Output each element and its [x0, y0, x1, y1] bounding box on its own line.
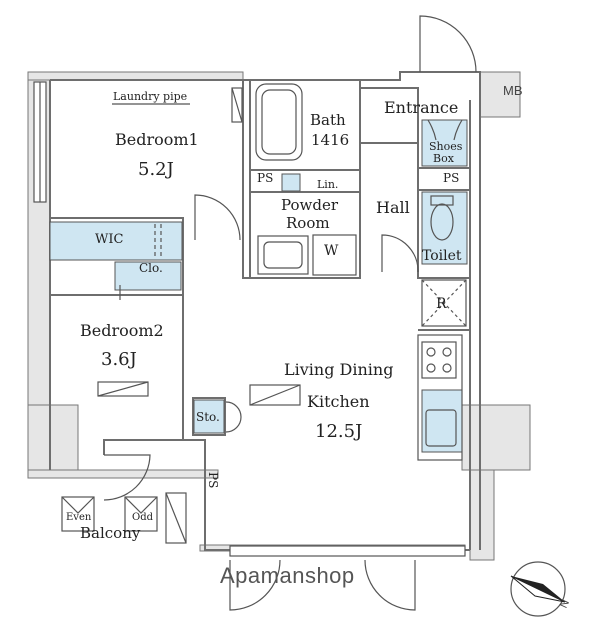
ps-toilet-label: PS [443, 171, 460, 185]
mb-label: MB [503, 83, 523, 98]
watermark: Apamanshop [220, 563, 355, 588]
bedroom2-label: Bedroom2 [80, 321, 164, 340]
toilet-label: Toilet [422, 248, 462, 264]
washer-space [312, 234, 357, 276]
washbasin [257, 235, 309, 275]
ldk-label-2: Kitchen [307, 392, 370, 411]
entrance-label: Entrance [384, 98, 459, 117]
shoes-box-label-1: Shoes [429, 140, 463, 153]
storage-fills [49, 119, 468, 453]
toilet-bowl [430, 203, 454, 241]
bedroom2-size: 3.6J [101, 349, 137, 370]
bedroom1-label: Bedroom1 [115, 130, 199, 149]
wic-label: WIC [95, 232, 124, 247]
refrigerator-label: R [436, 296, 447, 312]
shoes-box-label-2: Box [433, 152, 454, 165]
bedroom1-size: 5.2J [138, 159, 174, 180]
bathtub [255, 83, 303, 161]
structural-walls [27, 71, 531, 561]
kitchen-counter [417, 334, 463, 461]
refrigerator-space [421, 279, 467, 327]
closet-label: Clo. [139, 261, 163, 275]
even-label: Even [66, 512, 92, 523]
laundry-pipe-label: Laundry pipe [113, 90, 188, 103]
odd-label: Odd [132, 512, 154, 523]
lin-label: Lin. [317, 178, 339, 191]
stove [421, 341, 457, 379]
ps-balcony-label: PS [206, 472, 221, 489]
powder-room-label-2: Room [286, 214, 330, 232]
powder-room-label-1: Powder [281, 196, 339, 214]
storage-label: Sto. [196, 410, 220, 424]
fixtures [33, 81, 467, 557]
ldk-label-1: Living Dining [284, 360, 394, 379]
balcony-label: Balcony [80, 524, 141, 542]
ldk-size: 12.5J [315, 421, 363, 442]
bath-size: 1416 [311, 131, 350, 149]
ps-bath-label: PS [257, 171, 274, 185]
compass-icon [510, 561, 566, 617]
door-swings [103, 15, 477, 611]
sink [425, 409, 457, 447]
washer-label: W [324, 243, 339, 259]
walls [49, 71, 481, 551]
hall-label: Hall [376, 198, 410, 217]
bath-label: Bath [310, 111, 346, 129]
